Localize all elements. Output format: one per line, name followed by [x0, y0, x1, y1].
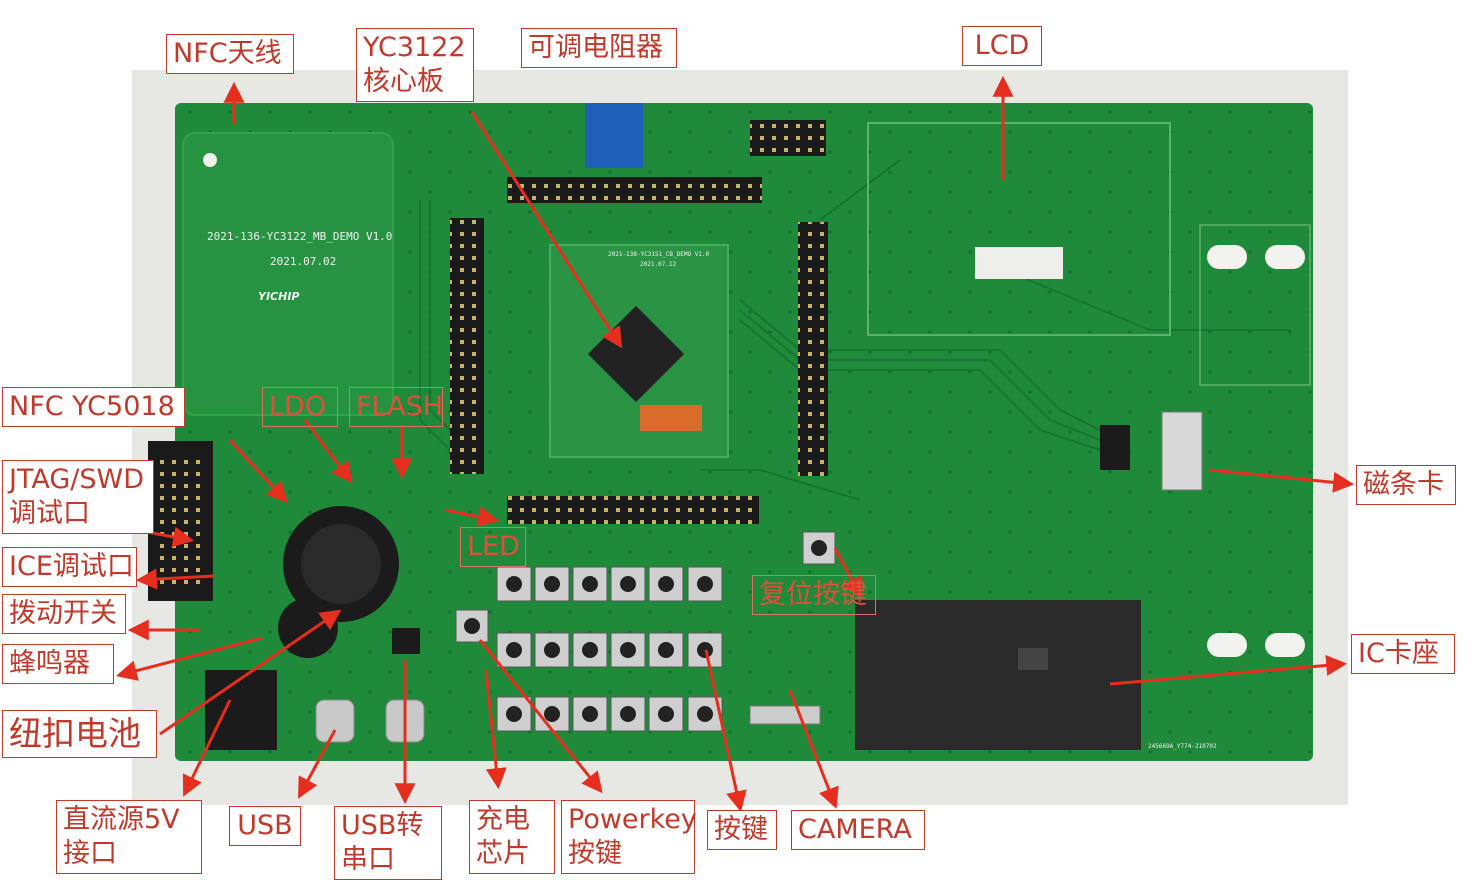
magstripe-connector: [1161, 411, 1203, 491]
label-lcd: LCD: [962, 26, 1042, 66]
label-charge-line1: 充电: [476, 804, 530, 835]
silkscreen-date: 2021.07.02: [270, 255, 336, 268]
label-ic-socket: IC卡座: [1351, 634, 1455, 674]
label-usb-serial-line1: USB转: [341, 810, 424, 841]
dc-jack: [205, 670, 277, 750]
label-jtag-line2: 调试口: [9, 498, 90, 529]
label-nfc-antenna: NFC天线: [166, 34, 294, 74]
label-keys: 按键: [707, 810, 777, 850]
silkscreen-name: 2021-136-YC3122_MB_DEMO V1.0: [207, 230, 392, 243]
label-usb-serial: USB转 串口: [334, 806, 442, 880]
board-serial: 245669A_Y774-210702: [1148, 743, 1217, 750]
label-usb-serial-line2: 串口: [341, 844, 395, 875]
logo-text: YICHIP: [258, 290, 300, 303]
label-jtag-line1: JTAG/SWD: [9, 464, 144, 495]
pcb-traces: [419, 159, 1290, 501]
label-charge-line2: 芯片: [476, 838, 530, 869]
label-usb: USB: [229, 806, 301, 846]
label-potentiometer: 可调电阻器: [521, 28, 677, 68]
label-core-board: YC3122 核心板: [356, 28, 474, 102]
label-buzzer: 蜂鸣器: [2, 644, 114, 684]
label-dc-jack: 直流源5V 接口: [56, 800, 202, 874]
label-reset: 复位按键: [752, 575, 876, 615]
label-ice: ICE调试口: [2, 547, 137, 587]
label-powerkey-line2: 按键: [568, 838, 622, 869]
label-core-board-line1: YC3122: [363, 32, 466, 63]
callout-arrows: [115, 75, 1355, 813]
label-charge-chip: 充电 芯片: [469, 800, 555, 874]
label-flash: FLASH: [349, 387, 443, 427]
label-dc-line2: 接口: [63, 838, 117, 869]
buzzer-part: [278, 598, 338, 658]
label-switch: 拨动开关: [2, 594, 126, 634]
label-nfc-chip: NFC YC5018: [2, 387, 185, 427]
label-dc-line1: 直流源5V: [63, 804, 180, 835]
lcd-outline: [867, 122, 1171, 336]
core-board-date: 2021.07.12: [640, 261, 677, 268]
label-magstripe: 磁条卡: [1356, 465, 1456, 505]
core-board-name: 2021-138-YC3151_CB_DEMO V1.0: [608, 251, 710, 258]
label-camera: CAMERA: [791, 810, 925, 850]
camera-connector: [749, 705, 821, 725]
label-coin-battery: 纽扣电池: [2, 710, 157, 758]
label-jtag-swd: JTAG/SWD 调试口: [2, 460, 154, 534]
potentiometer-part: [585, 103, 643, 168]
label-ldo: LDO: [262, 387, 338, 427]
nfc-antenna-area: [182, 132, 394, 416]
usb-port: [315, 699, 355, 743]
ic-card-socket: [855, 600, 1141, 750]
label-led: LED: [460, 527, 526, 567]
label-core-board-line2: 核心板: [363, 66, 444, 97]
label-powerkey-line1: Powerkey: [568, 804, 697, 835]
label-powerkey: Powerkey 按键: [561, 800, 697, 874]
